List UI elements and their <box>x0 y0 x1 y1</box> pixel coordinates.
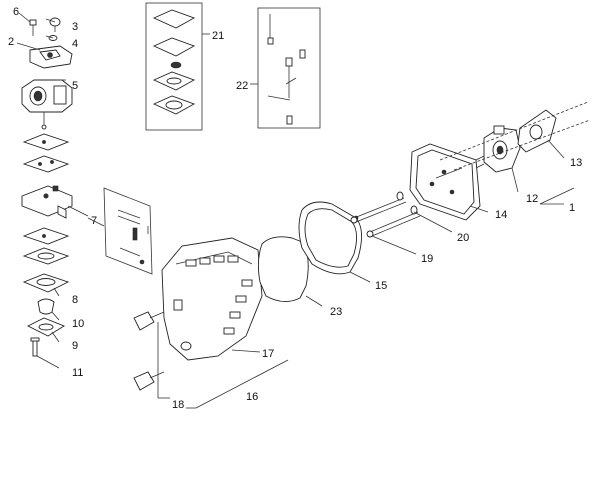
filter-element-23 <box>257 236 309 302</box>
screw-11 <box>30 337 40 357</box>
leader-lines <box>16 12 575 409</box>
callout-8: 8 <box>72 294 78 306</box>
carburetor-12 <box>475 125 521 173</box>
knob-18-upper <box>133 311 165 331</box>
spacers-20 <box>396 191 418 215</box>
pump-body-7-assembly <box>21 185 73 219</box>
callout-20: 20 <box>457 232 469 244</box>
callout-2: 2 <box>8 36 14 48</box>
callout-13: 13 <box>570 157 582 169</box>
callout-23: 23 <box>330 306 342 318</box>
carburetor-body-5 <box>21 79 73 130</box>
callout-10: 10 <box>72 318 84 330</box>
diaphragm-stack-lower <box>22 227 70 265</box>
callout-4: 4 <box>72 38 78 50</box>
callout-17: 17 <box>262 348 274 360</box>
callout-9: 9 <box>72 340 78 352</box>
callout-21: 21 <box>212 30 224 42</box>
gasket-kit-box-21 <box>145 2 203 131</box>
primer-bulb-10 <box>37 298 55 315</box>
callout-16: 16 <box>246 391 258 403</box>
callout-15: 15 <box>375 280 387 292</box>
kit-box-7 <box>103 187 153 275</box>
needle-kit-box-22 <box>257 7 321 129</box>
callout-1: 1 <box>569 202 575 214</box>
callout-labels: 6 3 2 4 5 7 8 10 9 11 21 22 13 12 1 14 2… <box>8 6 582 411</box>
callout-12: 12 <box>526 193 538 205</box>
air-cleaner-base-14 <box>409 143 481 221</box>
carburetor-top-2 <box>29 45 73 69</box>
callout-18: 18 <box>172 399 184 411</box>
callout-6: 6 <box>13 6 19 18</box>
air-cleaner-cover-17 <box>161 237 263 361</box>
knob-18-lower <box>133 371 165 391</box>
callout-19: 19 <box>421 253 433 265</box>
filter-plate-15 <box>298 201 362 275</box>
callout-5: 5 <box>72 80 78 92</box>
assembly-centerline <box>439 101 591 171</box>
screw-6 <box>29 19 37 36</box>
callout-3: 3 <box>72 21 78 33</box>
bolts-19 <box>350 197 421 238</box>
gasket-stack-upper <box>22 133 70 173</box>
metering-cover-8 <box>22 273 70 293</box>
primer-retainer-9 <box>26 317 65 337</box>
callout-11: 11 <box>72 367 83 379</box>
gasket-13 <box>517 109 557 153</box>
callout-22: 22 <box>236 80 248 92</box>
callout-7: 7 <box>91 215 97 227</box>
cap-3 <box>49 17 61 32</box>
callout-14: 14 <box>495 209 507 221</box>
